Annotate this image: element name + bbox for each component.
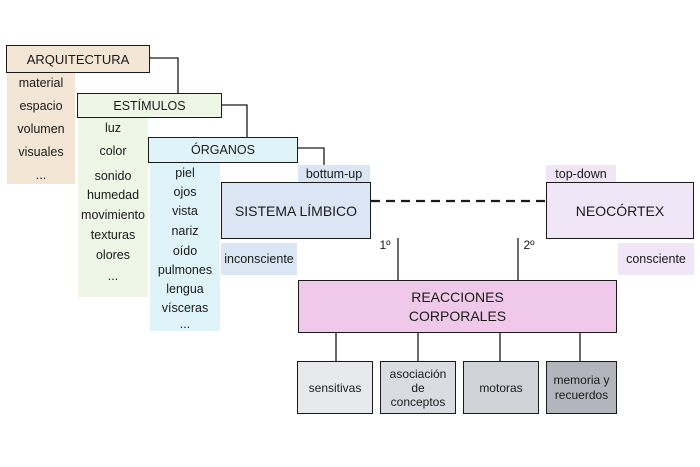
inconsciente-tag: inconsciente [221, 243, 297, 275]
neocortex-label: NEOCÓRTEX [575, 202, 665, 219]
reacciones-line-1: REACCIONES [411, 288, 504, 305]
motoras-label: motoras [479, 380, 523, 395]
arquitectura-item: material [18, 76, 64, 90]
memoria-recuerdos-box: memoria y recuerdos [546, 361, 617, 414]
bottom-up-tag: bottum-up [298, 165, 370, 182]
organos-item: nariz [171, 224, 199, 238]
order-second-label: 2º [523, 238, 535, 252]
estimulos-item: olores [95, 248, 131, 262]
organos-item: oído [172, 244, 198, 258]
arquitectura-items: material espacio volumen visuales ... [7, 72, 75, 184]
organos-item: lengua [166, 282, 204, 296]
estimulos-item: luz [105, 121, 121, 135]
estimulos-item: color [99, 144, 127, 158]
sistema-limbico-label: SISTEMA LÍMBICO [234, 202, 358, 219]
consciente-tag: consciente [618, 243, 694, 275]
arquitectura-item: volumen [17, 122, 65, 136]
order-first-label: 1º [379, 238, 391, 252]
estimulos-item: humedad [86, 188, 140, 202]
asociacion-conceptos-box: asociación de conceptos [380, 361, 456, 414]
organos-item: vista [172, 204, 198, 218]
arquitectura-box: ARQUITECTURA [6, 45, 150, 73]
memoria-line-1: memoria y [553, 372, 610, 387]
estimulos-item: sonido [94, 169, 132, 183]
arquitectura-item: visuales [18, 145, 64, 159]
neocortex-box: NEOCÓRTEX [546, 182, 694, 239]
estimulos-item: movimiento [81, 208, 145, 222]
memoria-line-2: recuerdos [554, 387, 609, 402]
asociacion-line-2: de [411, 380, 425, 395]
top-down-tag: top-down [546, 165, 616, 182]
estimulos-box: ESTÍMULOS [77, 93, 222, 118]
reacciones-corporales-box: REACCIONES CORPORALES [298, 280, 617, 333]
organos-item: vísceras [161, 301, 209, 315]
estimulos-to-organos-line [222, 104, 248, 137]
estimulos-items: luz color sonido humedad movimiento text… [78, 117, 148, 297]
sensitivas-box: sensitivas [297, 361, 373, 414]
asociacion-line-3: conceptos [390, 394, 446, 409]
organos-box: ÓRGANOS [148, 137, 298, 163]
motoras-box: motoras [463, 361, 539, 414]
estimulos-title: ESTÍMULOS [113, 98, 186, 113]
organos-item: piel [175, 166, 195, 180]
organos-to-limbico-line [298, 147, 325, 165]
organos-item: ... [179, 317, 191, 331]
sensitivas-label: sensitivas [308, 380, 362, 395]
arquitectura-item: espacio [19, 99, 63, 113]
estimulos-item: ... [107, 269, 119, 283]
asociacion-line-1: asociación [389, 366, 447, 381]
organos-items: piel ojos vista nariz oído pulmones leng… [150, 163, 220, 331]
sistema-limbico-box: SISTEMA LÍMBICO [221, 182, 371, 239]
arquitectura-item: ... [35, 168, 47, 182]
organos-item: pulmones [157, 263, 213, 277]
organos-item: ojos [173, 185, 197, 199]
arquitectura-title: ARQUITECTURA [26, 51, 130, 67]
organos-title: ÓRGANOS [191, 143, 255, 157]
estimulos-item: texturas [90, 228, 136, 242]
arquitectura-to-estimulos-line [150, 57, 179, 93]
reacciones-line-2: CORPORALES [408, 307, 507, 324]
